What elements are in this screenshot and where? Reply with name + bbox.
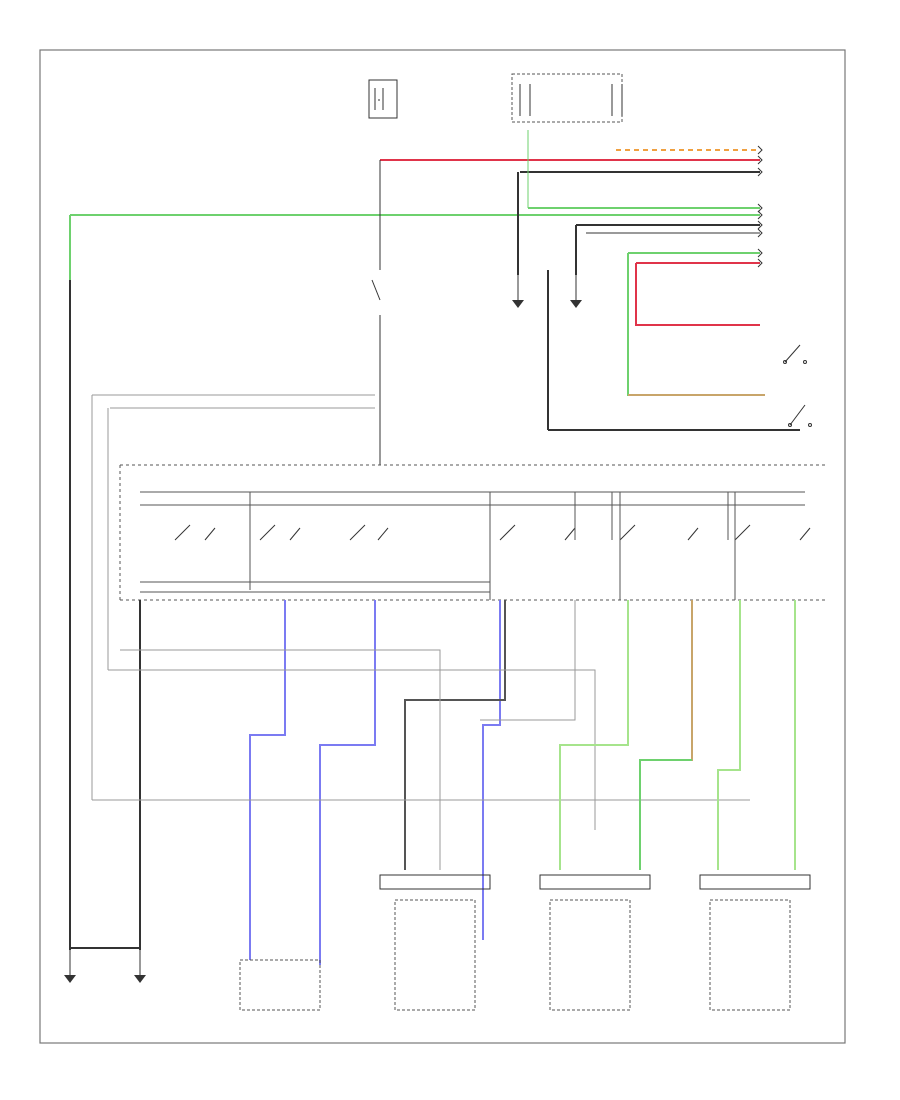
module-switch-4 [499,524,576,541]
ground-g2 [570,275,582,308]
switch-center-top [371,160,381,465]
wire-gray-out-1 [108,669,596,830]
top-wire-bundle [70,130,760,264]
control-module-box [119,464,825,601]
window-motor-3 [549,899,631,1011]
switch-right-2 [788,404,812,427]
wire-gray-out-4 [480,600,576,721]
module-vertical-ties [249,492,736,600]
bottom-connector-row [379,874,811,890]
wire-blue-1 [249,600,286,960]
module-switch-6 [734,524,811,541]
window-motor-1 [239,959,321,1011]
wire-red-loop [635,263,760,326]
wire-green-out-1 [559,600,629,870]
module-switch-3 [349,524,389,541]
module-switch-2 [259,524,301,541]
top-fuse-block-right [511,73,623,123]
ground-g1 [512,275,524,308]
wire-black-out-2 [404,600,506,870]
top-fuse-block-left [368,79,398,119]
wire-green-out-2 [639,759,692,870]
wire-tan-out-1 [639,600,693,870]
wire-blue-3 [482,600,501,940]
module-switch-1 [174,524,216,541]
diagram-frame [39,49,846,1044]
wire-gray-out-2 [120,649,441,870]
window-motor-4 [709,899,791,1011]
window-motor-2 [394,899,476,1011]
ground-g4 [134,950,146,983]
right-connector-pins [757,145,763,268]
module-switch-5 [619,524,699,541]
switch-right-1 [783,344,807,364]
ground-g3 [64,950,76,983]
wire-green-out-3 [717,600,741,870]
wire-blue-2 [319,600,376,965]
